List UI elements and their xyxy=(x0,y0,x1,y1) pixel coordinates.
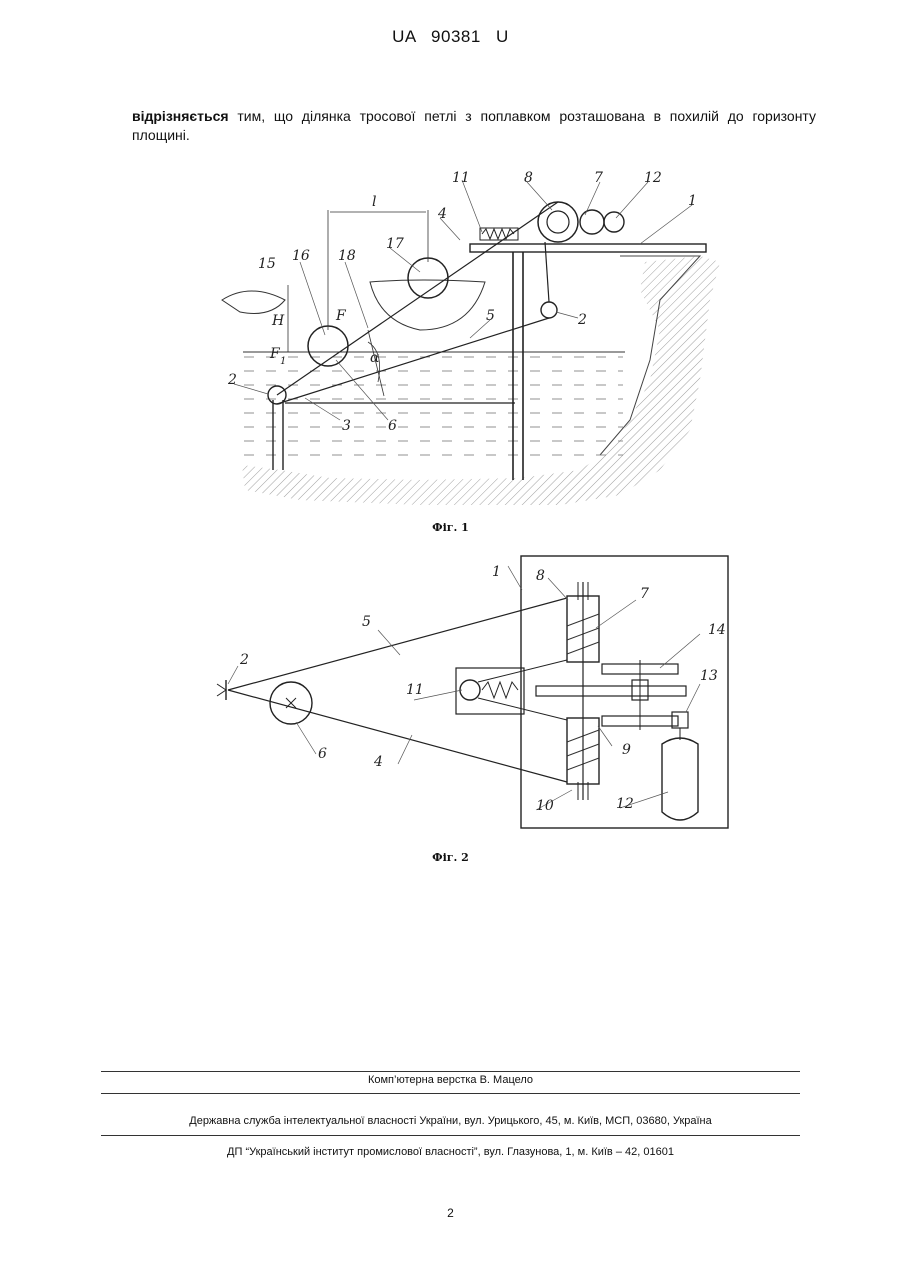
fig2-label-7: 7 xyxy=(640,586,649,602)
fig2-label-1: 1 xyxy=(492,564,501,580)
fig2-label-12: 12 xyxy=(616,796,634,812)
fig2-label-6: 6 xyxy=(318,746,327,762)
fig2-label-2: 2 xyxy=(239,652,249,668)
figure-2-caption: Фіг. 2 xyxy=(0,851,901,864)
footer-rule-bottom xyxy=(101,1135,800,1136)
fig2-label-8: 8 xyxy=(536,568,545,584)
fig2-label-13: 13 xyxy=(700,668,718,684)
layout-credit: Комп’ютерна верстка В. Мацело xyxy=(0,1074,901,1086)
figure-2-drawing: 1 2 4 5 6 7 8 9 10 11 12 13 14 xyxy=(0,0,901,860)
institute-address: ДП “Український інститут промислової вла… xyxy=(0,1146,901,1158)
fig2-label-4: 4 xyxy=(373,754,383,770)
fig2-label-14: 14 xyxy=(708,622,726,638)
fig2-label-5: 5 xyxy=(362,614,371,630)
fig2-label-10: 10 xyxy=(536,798,554,814)
page-number: 2 xyxy=(0,1206,901,1220)
fig2-label-9: 9 xyxy=(622,742,631,758)
footer-rule-mid xyxy=(101,1093,800,1094)
footer-rule-top xyxy=(101,1071,800,1072)
fig2-label-11: 11 xyxy=(406,682,424,698)
agency-address: Державна служба інтелектуальної власност… xyxy=(0,1115,901,1127)
